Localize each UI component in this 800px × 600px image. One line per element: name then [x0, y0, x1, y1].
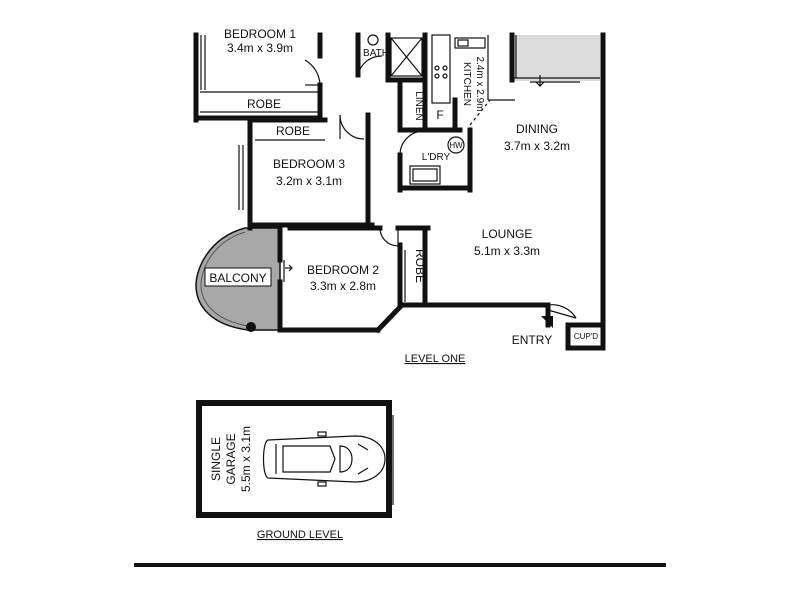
robe2-label: ROBE — [413, 249, 427, 283]
bedroom1-size: 3.4m x 3.9m — [227, 41, 293, 55]
kitchen-size: 2.4m x 2.9m — [474, 56, 485, 111]
lounge-size: 5.1m x 3.3m — [474, 244, 540, 258]
garage-line1: SINGLE — [209, 437, 223, 481]
lounge-name: LOUNGE — [482, 227, 533, 241]
dining-size: 3.7m x 3.2m — [504, 139, 570, 153]
balcony-post — [246, 322, 256, 332]
linen-label: LINEN — [413, 91, 424, 120]
car-icon — [262, 431, 386, 487]
bedroom3-name: BEDROOM 3 — [273, 157, 345, 171]
balcony-label: BALCONY — [209, 271, 266, 285]
robe3-label: ROBE — [276, 124, 310, 138]
laundry-label: L'DRY — [422, 152, 451, 163]
level-one-walls — [193, 32, 606, 351]
cupboard-label: CUP'D — [574, 332, 598, 341]
level-one-details — [200, 34, 600, 319]
dining-name: DINING — [516, 122, 558, 136]
level-one-caption: LEVEL ONE — [405, 353, 466, 365]
entry-arrow-icon — [541, 316, 553, 328]
fridge-label: F — [436, 108, 443, 122]
ground-level-caption: GROUND LEVEL — [257, 529, 343, 541]
entry-label: ENTRY — [512, 333, 552, 347]
bedroom3-size: 3.2m x 3.1m — [276, 174, 342, 188]
dining-window-recess — [512, 35, 600, 81]
garage-size: 5.5m x 3.1m — [239, 426, 253, 492]
hot-water-label: HW — [449, 141, 463, 150]
bath-label: BATH — [363, 48, 389, 59]
balcony-railing — [200, 231, 249, 327]
garage-line2: GARAGE — [224, 433, 238, 484]
robe1-label: ROBE — [247, 97, 281, 111]
garage-walls — [196, 400, 392, 518]
bedroom2-name: BEDROOM 2 — [307, 263, 379, 277]
balcony-label-box — [204, 267, 272, 287]
bedroom1-name: BEDROOM 1 — [224, 27, 296, 41]
kitchen-name: KITCHEN — [461, 62, 472, 106]
bedroom2-size: 3.3m x 2.8m — [310, 279, 376, 293]
